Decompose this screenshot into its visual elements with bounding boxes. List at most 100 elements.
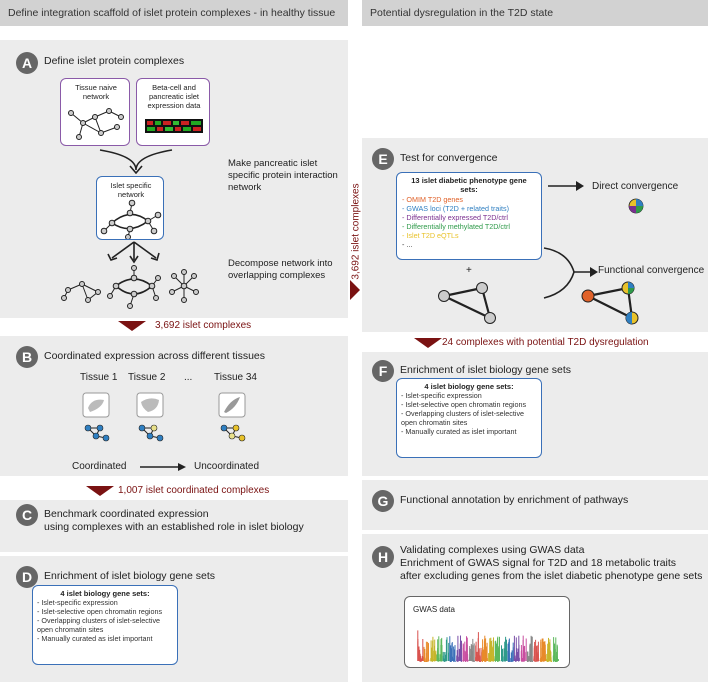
panel-f-title: Enrichment of islet biology gene sets — [400, 364, 572, 376]
manhattan-mark — [485, 651, 487, 661]
arrow-b-c-icon — [86, 486, 114, 496]
manhattan-mark — [513, 635, 515, 661]
panel-f-geneset-box: 4 islet biology gene sets: - Islet-speci… — [396, 378, 542, 458]
manhattan-mark — [541, 660, 543, 662]
manhattan-mark — [517, 655, 519, 661]
manhattan-mark — [475, 641, 477, 661]
manhattan-mark — [521, 658, 523, 661]
tissue-2-complex — [138, 424, 164, 442]
manhattan-mark — [441, 658, 443, 661]
manhattan-mark — [510, 660, 512, 662]
manhattan-mark — [445, 639, 447, 661]
manhattan-mark — [437, 661, 439, 662]
manhattan-mark — [497, 660, 499, 662]
manhattan-mark — [448, 642, 450, 661]
uncoordinated-label: Uncoordinated — [194, 461, 260, 472]
manhattan-mark — [531, 661, 533, 662]
manhattan-mark — [555, 637, 557, 661]
manhattan-mark — [432, 659, 434, 661]
manhattan-mark — [480, 660, 482, 662]
step-decompose: Decompose network into overlapping compl… — [228, 258, 333, 281]
input-complex-graph — [438, 282, 496, 324]
manhattan-mark — [514, 655, 516, 661]
manhattan-mark — [537, 661, 539, 662]
manhattan-mark — [505, 650, 506, 661]
manhattan-mark — [523, 659, 525, 661]
tissue-2-icon — [136, 392, 164, 418]
manhattan-mark — [494, 660, 496, 662]
manhattan-mark — [450, 661, 452, 662]
manhattan-mark — [553, 642, 555, 661]
tissue-34-complex — [220, 424, 246, 442]
manhattan-mark — [466, 658, 468, 661]
manhattan-mark — [508, 661, 510, 662]
merge-arrow — [99, 149, 173, 174]
manhattan-mark — [550, 650, 551, 661]
manhattan-mark — [527, 651, 529, 661]
tissue-1-label: Tissue 1 — [80, 372, 118, 383]
manhattan-mark — [493, 656, 495, 661]
islet-network-graph — [100, 199, 162, 239]
side-arrow-icon — [350, 280, 360, 300]
manhattan-mark — [456, 660, 458, 662]
manhattan-mark — [509, 661, 511, 662]
manhattan-mark — [451, 643, 453, 661]
manhattan-mark — [450, 648, 452, 661]
expression-data-box: Beta-cell and pancreatic islet expressio… — [136, 78, 210, 146]
panel-h-letter: H — [372, 546, 394, 568]
manhattan-mark — [518, 660, 520, 662]
manhattan-mark — [515, 658, 516, 661]
manhattan-mark — [428, 643, 429, 661]
manhattan-mark — [512, 660, 514, 662]
direct-convergence-pie-icon — [628, 198, 644, 214]
manhattan-mark — [523, 655, 525, 661]
manhattan-mark — [540, 639, 542, 661]
manhattan-mark — [464, 641, 466, 661]
list-item: - Overlapping clusters of islet-selectiv… — [401, 409, 525, 427]
manhattan-mark — [441, 652, 443, 661]
panel-a-letter: A — [16, 52, 38, 74]
list-item: - Islet-specific expression — [37, 598, 118, 607]
manhattan-mark — [538, 659, 540, 661]
manhattan-mark — [462, 660, 464, 662]
manhattan-mark — [441, 660, 443, 662]
tissue-ellipsis: ... — [184, 372, 193, 383]
manhattan-mark — [523, 646, 525, 661]
manhattan-mark — [488, 660, 490, 662]
coordinated-arrow — [140, 463, 186, 471]
manhattan-mark — [485, 661, 487, 662]
manhattan-mark — [466, 636, 467, 661]
list-item: - Islet-specific expression — [401, 391, 482, 400]
manhattan-mark — [502, 660, 504, 662]
manhattan-mark — [432, 650, 434, 661]
manhattan-mark — [430, 640, 432, 661]
manhattan-mark — [478, 654, 480, 661]
manhattan-mark — [529, 643, 531, 661]
manhattan-mark — [470, 644, 472, 661]
manhattan-mark — [547, 648, 549, 661]
panel-g-title: Functional annotation by enrichment of p… — [400, 494, 629, 506]
manhattan-mark — [546, 653, 548, 661]
manhattan-mark — [537, 641, 539, 661]
manhattan-mark — [446, 658, 448, 661]
manhattan-mark — [434, 652, 436, 661]
manhattan-mark — [445, 660, 447, 662]
manhattan-mark — [520, 651, 522, 661]
manhattan-mark — [507, 660, 509, 662]
manhattan-mark — [458, 656, 460, 661]
manhattan-mark — [432, 640, 434, 661]
manhattan-mark — [486, 654, 488, 661]
list-item: - Islet-selective open chromatin regions — [37, 607, 163, 616]
manhattan-mark — [469, 655, 471, 661]
manhattan-mark — [445, 659, 447, 661]
manhattan-mark — [419, 660, 421, 662]
gwas-data-label: GWAS data — [413, 605, 455, 614]
list-item: - Overlapping clusters of islet-selectiv… — [37, 616, 161, 634]
manhattan-mark — [449, 636, 451, 661]
arrow-e-f-label: 24 complexes with potential T2D dysregul… — [442, 337, 649, 348]
gwas-data-box: GWAS data — [404, 596, 570, 668]
decompose-arrows — [107, 241, 160, 264]
manhattan-mark — [457, 660, 459, 662]
tissue-34-icon — [218, 392, 246, 418]
manhattan-mark — [484, 661, 486, 662]
